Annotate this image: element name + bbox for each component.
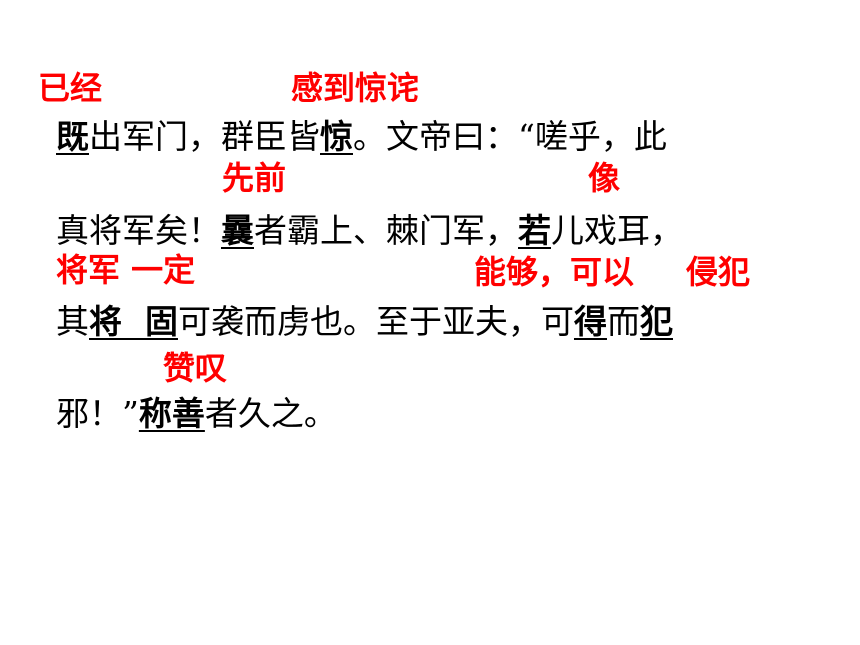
underlined-word: 称善 [138, 394, 205, 433]
text-segment: 者久之。 [204, 394, 337, 433]
underlined-word: 曩 [221, 211, 254, 250]
text-segment: 可袭而虏也。至于亚夫，可 [177, 302, 574, 341]
text-segment: 而 [606, 302, 640, 341]
text-segment: 者霸上、棘门军， [254, 211, 518, 250]
text-segment: 邪！” [56, 394, 139, 433]
text-line-3: 其将 固可袭而虏也。至于亚夫，可得而犯 [56, 305, 673, 338]
text-segment: 。文帝曰：“嗟乎，此 [353, 117, 667, 156]
text-segment: 其 [56, 302, 89, 341]
text-line-4: 邪！”称善者久之。 [56, 397, 337, 430]
gloss-already: 已经 [38, 69, 103, 107]
text-segment: 出军门，群臣皆 [89, 117, 320, 156]
text-segment: 真将军矣！ [56, 211, 221, 250]
underlined-word: 既 [56, 117, 89, 156]
underlined-word: 得 [573, 302, 607, 341]
gloss-general-certainly: 将军 一定 [56, 251, 196, 289]
underlined-word: 将 固 [89, 302, 178, 341]
text-line-2: 真将军矣！曩者霸上、棘门军，若儿戏耳， [56, 214, 683, 247]
gloss-previously: 先前 [222, 159, 287, 197]
text-segment: 儿戏耳， [551, 211, 683, 250]
gloss-like: 像 [588, 159, 621, 197]
text-line-1: 既出军门，群臣皆惊。文帝曰：“嗟乎，此 [56, 120, 667, 153]
gloss-astonished: 感到惊诧 [291, 69, 420, 107]
underlined-word: 若 [518, 211, 551, 250]
underlined-word: 惊 [320, 117, 353, 156]
underlined-word: 犯 [639, 302, 673, 341]
gloss-invade: 侵犯 [686, 253, 751, 291]
gloss-can: 能够，可以 [474, 253, 635, 291]
gloss-praise: 赞叹 [163, 349, 228, 387]
